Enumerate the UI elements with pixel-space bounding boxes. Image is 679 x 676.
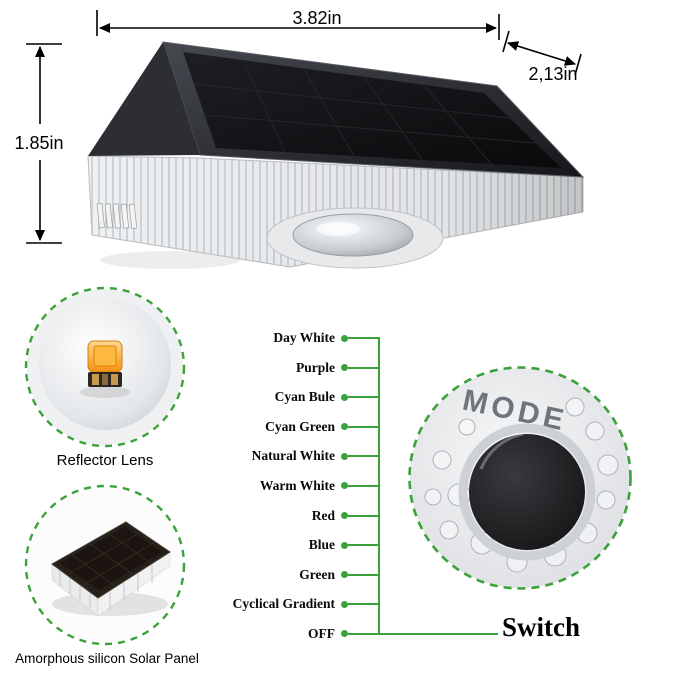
mode-label: Cyan Bule xyxy=(274,389,335,405)
solar-panel-inset xyxy=(24,484,186,651)
mode-dot xyxy=(341,541,348,549)
mode-row: Green xyxy=(138,564,380,586)
mode-dot xyxy=(341,393,348,401)
mode-label: Purple xyxy=(296,359,335,375)
mode-label: Red xyxy=(311,507,335,523)
mode-label: OFF xyxy=(308,625,335,641)
mode-dot xyxy=(341,571,348,579)
switch-label: Switch xyxy=(502,612,581,642)
dimension-depth-arrow xyxy=(502,30,582,76)
mode-row: Day White xyxy=(138,327,380,349)
mode-connector-line xyxy=(348,514,380,517)
mode-button-ring xyxy=(458,423,596,561)
mount-bracket xyxy=(96,203,138,229)
mode-label: Cyclical Gradient xyxy=(232,596,335,612)
mode-label: Natural White xyxy=(251,448,335,464)
mode-label: Day White xyxy=(273,330,335,345)
mode-button xyxy=(469,434,585,550)
mode-connector-line xyxy=(348,573,380,576)
solar-cells xyxy=(183,52,561,168)
reflector-lens-label: Reflector Lens xyxy=(56,452,154,469)
mode-connector-line xyxy=(348,396,380,399)
dashed-callout-ring xyxy=(408,366,632,590)
mode-row: Red xyxy=(138,505,380,527)
mode-connector-line xyxy=(348,337,380,339)
dim-width-label: 3.82in xyxy=(292,8,341,28)
dim-height-label: 1.85in xyxy=(14,133,63,153)
dimension-height-arrow xyxy=(26,43,62,244)
mode-connector-line xyxy=(348,425,380,428)
mode-dot xyxy=(341,452,348,460)
mode-label: Green xyxy=(299,566,335,582)
switch-connector-line xyxy=(380,633,498,635)
mode-connector-line xyxy=(348,603,380,606)
switch-closeup-inset: MODE xyxy=(407,365,633,596)
mode-dot xyxy=(341,423,348,431)
mode-list: Day White Purple Cyan Bule Cyan Green Na… xyxy=(138,327,380,645)
mode-label: Warm White xyxy=(259,477,335,493)
mode-label: Blue xyxy=(308,537,335,553)
mode-row: Cyan Bule xyxy=(138,386,380,408)
dashed-callout-ring xyxy=(24,484,186,646)
mode-connector-line xyxy=(348,484,380,487)
mode-row: Cyan Green xyxy=(138,416,380,438)
solar-cell-grid xyxy=(193,59,536,166)
product-shadow xyxy=(100,251,240,269)
mode-dot xyxy=(341,334,348,342)
mode-row: Natural White xyxy=(138,445,380,467)
lens-dome xyxy=(266,207,444,269)
reflector-lens-inset xyxy=(24,286,186,453)
solar-panel-label: Amorphous silicon Solar Panel xyxy=(15,651,199,666)
dashed-callout-ring xyxy=(24,286,186,448)
mode-row: Warm White xyxy=(138,475,380,497)
panel-face xyxy=(51,521,171,599)
panel-base xyxy=(51,551,171,617)
dimension-width-arrow xyxy=(96,10,500,40)
mode-dot xyxy=(341,364,348,372)
mode-row: Cyclical Gradient xyxy=(138,593,380,615)
mode-bus-line xyxy=(378,338,380,634)
mode-dot xyxy=(341,600,348,608)
mode-row: Purple xyxy=(138,357,380,379)
mode-row: OFF xyxy=(138,623,380,645)
left-side-face xyxy=(88,42,200,156)
mode-row: Blue xyxy=(138,534,380,556)
dim-depth-label: 2,13in xyxy=(528,64,577,84)
mode-connector-line xyxy=(348,632,380,635)
mode-dot xyxy=(341,512,348,520)
mode-connector-line xyxy=(348,366,380,369)
mode-dot xyxy=(341,630,348,638)
mode-label: Cyan Green xyxy=(265,418,335,434)
led-chip xyxy=(87,340,123,387)
product-render: 3.82in 2,13in 1.85in xyxy=(14,8,585,269)
mode-dot xyxy=(341,482,348,490)
mode-connector-line xyxy=(348,455,380,458)
mode-connector-line xyxy=(348,544,380,547)
